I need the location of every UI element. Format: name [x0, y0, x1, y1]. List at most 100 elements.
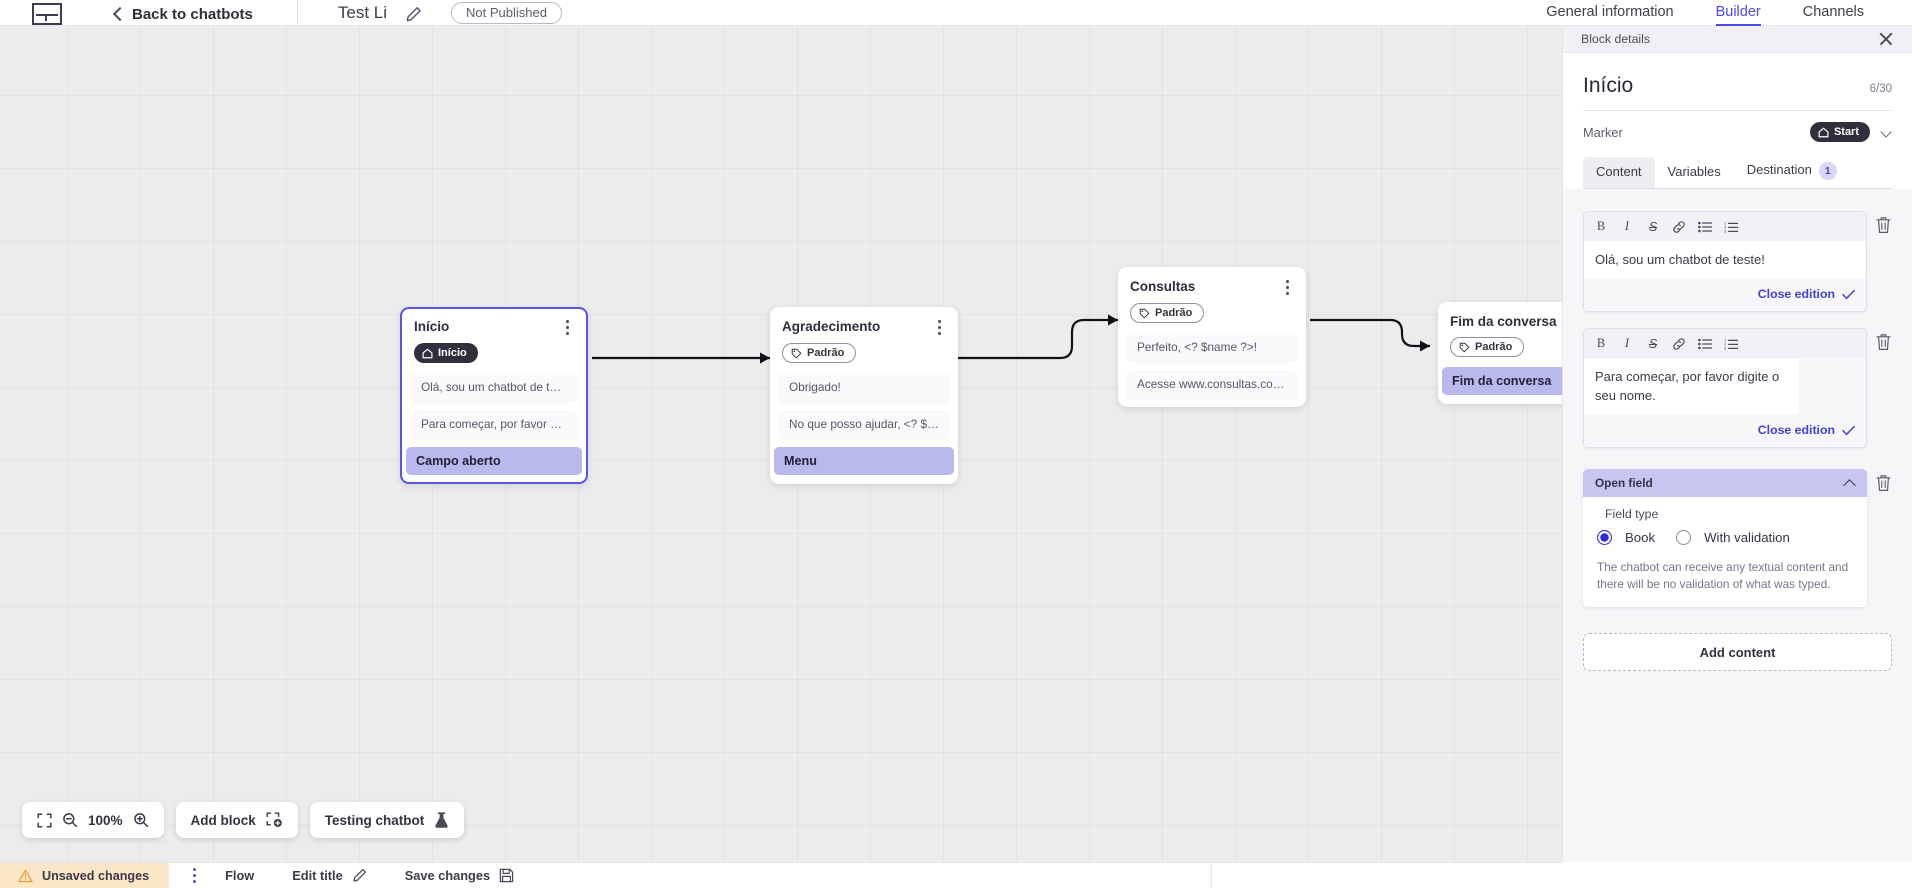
add-block-label: Add block: [190, 812, 256, 828]
svg-text:2: 2: [1724, 341, 1727, 346]
tag-icon: [1459, 342, 1470, 352]
flow-block-header: Consultas: [1118, 277, 1306, 296]
flow-block-marker-tag-label: Padrão: [807, 347, 845, 359]
chevron-up-icon[interactable]: [1843, 477, 1855, 489]
flow-block-message[interactable]: Para começar, por favor digite o ...: [411, 409, 577, 438]
link-icon[interactable]: [1666, 333, 1692, 354]
logo-glyph-icon: [32, 3, 62, 25]
flow-block-fim-da-conversa[interactable]: Fim da conversa Padrão Fim da conversa: [1438, 302, 1562, 404]
svg-text:1: 1: [1724, 338, 1727, 343]
flow-block-message[interactable]: Perfeito, <? $name ?>!: [1127, 332, 1297, 361]
tab-builder[interactable]: Builder: [1715, 4, 1761, 26]
tab-channels[interactable]: Channels: [1802, 4, 1864, 20]
svg-text:2: 2: [1724, 224, 1727, 229]
edit-title-button[interactable]: Edit title: [292, 868, 366, 883]
flow-block-message[interactable]: No que posso ajudar, <? $name ...: [779, 409, 949, 438]
marker-start-badge[interactable]: Start: [1809, 122, 1870, 142]
bold-icon[interactable]: B: [1596, 219, 1606, 233]
bottom-kebab-menu-button[interactable]: [187, 863, 201, 888]
italic-icon[interactable]: I: [1624, 336, 1630, 350]
close-edition-button-2[interactable]: Close edition: [1758, 423, 1855, 437]
flow-block-title: Início: [414, 319, 450, 334]
add-content-button[interactable]: Add content: [1583, 633, 1892, 671]
link-icon[interactable]: [1666, 216, 1692, 237]
flow-connections: [592, 314, 1430, 364]
tab-general-information[interactable]: General information: [1546, 4, 1674, 20]
publish-status-badge: Not Published: [451, 2, 562, 24]
bullet-list-icon[interactable]: [1692, 333, 1718, 354]
flow-block-menu-button[interactable]: [560, 318, 574, 336]
canvas-toolbar: 100% Add block Testing chatbot: [22, 802, 465, 838]
marker-label: Marker: [1583, 124, 1623, 140]
open-field-card: Open field Field type Book With validati…: [1583, 469, 1867, 607]
radio-with-validation[interactable]: [1676, 530, 1692, 545]
italic-icon[interactable]: I: [1624, 219, 1630, 233]
flow-block-title: Consultas: [1130, 279, 1196, 294]
check-icon: [1842, 425, 1855, 435]
bottom-status-bar: Unsaved changes Flow Edit title Save cha…: [0, 862, 1562, 888]
flow-canvas[interactable]: Início Início Olá, sou um chatbot de tes…: [0, 26, 1562, 862]
testing-chatbot-button[interactable]: Testing chatbot: [309, 802, 465, 838]
editor-text-2[interactable]: Para começar, por favor digite o seu nom…: [1584, 358, 1799, 414]
strikethrough-icon[interactable]: S: [1648, 219, 1658, 234]
strikethrough-icon[interactable]: S: [1648, 336, 1658, 351]
close-edition-button-1[interactable]: Close edition: [1758, 287, 1855, 301]
flow-block-inicio[interactable]: Início Início Olá, sou um chatbot de tes…: [400, 307, 588, 484]
chevron-down-icon[interactable]: [1881, 127, 1892, 138]
save-changes-button[interactable]: Save changes: [405, 868, 514, 883]
flow-block-marker-tag: Padrão: [1130, 303, 1205, 323]
flow-block-message-highlight[interactable]: Menu: [774, 446, 954, 475]
delete-open-field-icon[interactable]: [1875, 473, 1892, 493]
flow-label: Flow: [225, 868, 255, 883]
top-tabs: General information Builder Channels: [1546, 0, 1912, 26]
zoom-in-icon[interactable]: [133, 812, 149, 828]
flow-block-message[interactable]: Olá, sou um chatbot de teste!: [411, 372, 577, 401]
save-disk-icon: [499, 868, 514, 883]
radio-book[interactable]: [1597, 530, 1612, 545]
panel-overflow-menu-button[interactable]: [1878, 170, 1892, 188]
flow-block-tag-row: Início: [402, 336, 586, 364]
bullet-list-icon[interactable]: [1692, 216, 1718, 237]
fit-screen-icon[interactable]: [37, 812, 52, 828]
flow-block-message[interactable]: Obrigado!: [779, 372, 949, 401]
flow-button[interactable]: Flow: [225, 868, 254, 883]
flow-block-message-highlight[interactable]: Campo aberto: [406, 446, 582, 475]
save-changes-label: Save changes: [404, 868, 491, 883]
edit-title-pencil-icon[interactable]: [405, 5, 423, 25]
delete-content-icon-1[interactable]: [1875, 215, 1892, 235]
marker-start-label: Start: [1833, 126, 1859, 138]
flow-block-message-highlight[interactable]: Fim da conversa: [1442, 366, 1562, 395]
flow-block-marker-tag-label: Padrão: [1475, 341, 1513, 353]
add-block-button[interactable]: Add block: [175, 802, 298, 838]
flow-block-consultas[interactable]: Consultas Padrão Perfeito, <? $name ?>! …: [1118, 267, 1306, 407]
unsaved-changes-label: Unsaved changes: [42, 868, 150, 883]
block-name: Início: [1583, 74, 1634, 97]
bold-icon[interactable]: B: [1596, 336, 1606, 350]
back-to-chatbots-button[interactable]: Back to chatbots: [112, 6, 253, 25]
flow-block-menu-button[interactable]: [932, 318, 946, 336]
editor-text-1[interactable]: Olá, sou um chatbot de teste!: [1584, 241, 1866, 278]
flow-block-menu-button[interactable]: [1280, 278, 1294, 296]
radio-with-validation-label: With validation: [1704, 530, 1790, 545]
flow-block-agradecimento[interactable]: Agradecimento Padrão Obrigado! No que po…: [770, 307, 958, 484]
flow-block-marker-tag: Padrão: [1450, 337, 1525, 357]
panel-tab-variables[interactable]: Variables: [1667, 164, 1721, 179]
open-field-title: Open field: [1595, 476, 1653, 490]
panel-tab-content[interactable]: Content: [1583, 157, 1655, 188]
close-icon[interactable]: [1878, 31, 1894, 47]
zoom-out-icon[interactable]: [62, 812, 78, 828]
editor-footer: Close edition: [1584, 278, 1866, 311]
open-field-header[interactable]: Open field: [1583, 469, 1867, 497]
flow-block-header: Fim da conversa: [1438, 312, 1562, 330]
delete-content-icon-2[interactable]: [1875, 332, 1892, 352]
flow-block-message[interactable]: Acesse www.consultas.com par...: [1127, 369, 1297, 398]
app-logo[interactable]: [30, 0, 64, 25]
back-to-chatbots-label: Back to chatbots: [132, 6, 253, 23]
